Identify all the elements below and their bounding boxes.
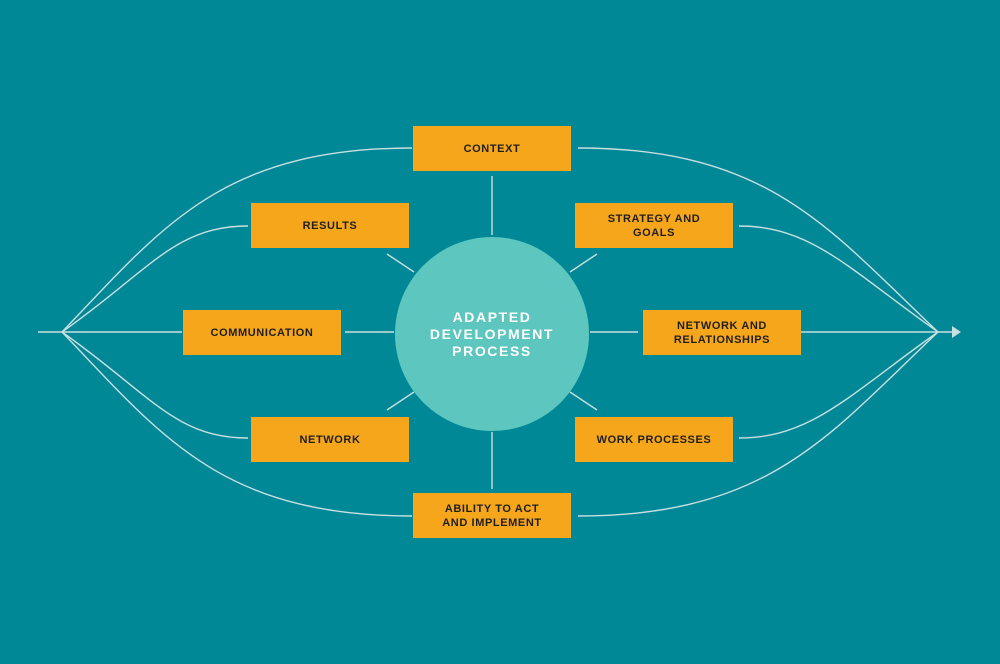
spoke-results bbox=[386, 253, 415, 273]
context-label: CONTEXT bbox=[463, 142, 521, 155]
arrow-head-icon bbox=[952, 326, 961, 338]
results-box: RESULTS bbox=[251, 203, 409, 248]
communication-label: COMMUNICATION bbox=[210, 326, 314, 339]
work-processes-box: WORK PROCESSES bbox=[575, 417, 733, 462]
context-box: CONTEXT bbox=[413, 126, 571, 171]
network-label: NETWORK bbox=[299, 433, 361, 446]
ability-box: ABILITY TO ACT AND IMPLEMENT bbox=[413, 493, 571, 538]
curve-left-context bbox=[61, 147, 413, 333]
center-circle: ADAPTED DEVELOPMENT PROCESS bbox=[395, 237, 589, 431]
spoke-work bbox=[569, 391, 598, 411]
curve-left-network bbox=[61, 331, 249, 439]
network-relationships-label: NETWORK AND RELATIONSHIPS bbox=[673, 319, 771, 346]
strategy-goals-label: STRATEGY AND GOALS bbox=[607, 212, 701, 239]
curve-left-ability bbox=[61, 331, 413, 517]
communication-box: COMMUNICATION bbox=[183, 310, 341, 355]
network-box: NETWORK bbox=[251, 417, 409, 462]
strategy-goals-box: STRATEGY AND GOALS bbox=[575, 203, 733, 248]
results-label: RESULTS bbox=[302, 219, 358, 232]
network-relationships-box: NETWORK AND RELATIONSHIPS bbox=[643, 310, 801, 355]
curve-right-work bbox=[738, 331, 939, 439]
curve-right-ability bbox=[577, 331, 939, 517]
center-label: ADAPTED DEVELOPMENT PROCESS bbox=[429, 308, 555, 359]
spoke-strategy bbox=[569, 253, 598, 273]
curve-right-context bbox=[577, 147, 939, 333]
curve-right-strategy bbox=[738, 225, 939, 333]
ability-label: ABILITY TO ACT AND IMPLEMENT bbox=[442, 502, 542, 529]
spoke-network bbox=[386, 391, 415, 411]
curve-left-results bbox=[61, 225, 249, 333]
work-processes-label: WORK PROCESSES bbox=[596, 433, 712, 446]
